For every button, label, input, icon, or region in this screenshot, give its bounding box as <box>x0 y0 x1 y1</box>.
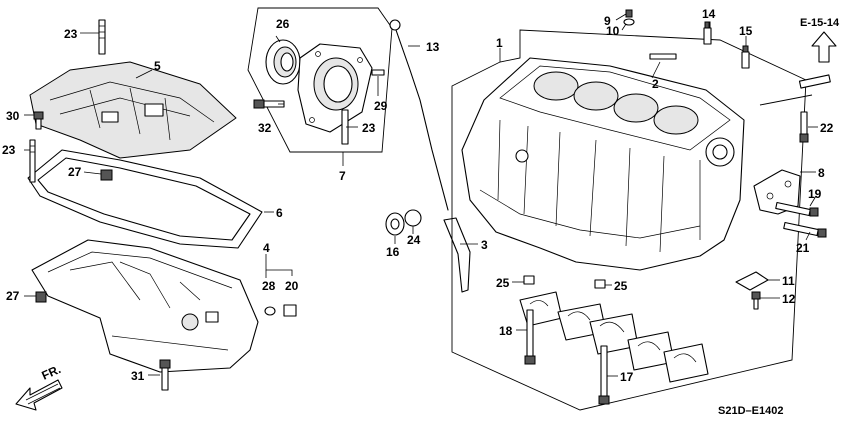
callout-13: 13 <box>426 40 440 54</box>
bolt-12 <box>751 291 761 310</box>
bolt-18 <box>524 309 536 365</box>
cylinder-block <box>461 57 745 271</box>
bracket-8 <box>753 169 801 215</box>
callout-8: 8 <box>818 166 825 180</box>
callout-19: 19 <box>808 187 822 201</box>
callout-27-a: 27 <box>68 165 82 179</box>
dipstick-guide-tube <box>404 209 471 293</box>
bolt-21 <box>783 221 827 238</box>
oil-pan-gasket <box>27 149 263 249</box>
callout-26: 26 <box>276 17 290 31</box>
stud-bolt-23a <box>98 19 106 55</box>
callout-16: 16 <box>386 245 400 259</box>
callout-11: 11 <box>782 274 795 288</box>
callout-23-a: 23 <box>64 27 78 41</box>
knock-sensor-22 <box>799 111 809 143</box>
callout-6: 6 <box>276 206 283 220</box>
stud-bolt-2 <box>649 53 677 60</box>
callout-22: 22 <box>820 121 834 135</box>
ref-bracket <box>759 94 813 106</box>
dipstick <box>389 19 449 211</box>
callout-5: 5 <box>154 59 161 73</box>
callout-7: 7 <box>339 169 346 183</box>
washer-28 <box>264 306 276 316</box>
seal-housing <box>297 43 373 133</box>
callout-20: 20 <box>285 279 299 293</box>
clip-11 <box>735 271 769 291</box>
drain-bolt-20 <box>283 304 297 317</box>
nut-27b <box>35 291 47 303</box>
callout-25-a: 25 <box>496 276 510 290</box>
reference-code-label: E-15-14 <box>800 17 840 29</box>
callout-3: 3 <box>481 238 488 252</box>
stud-bolt-23b <box>29 139 36 183</box>
callout-18: 18 <box>499 324 513 338</box>
o-ring-16 <box>385 212 405 236</box>
oil-seal-26 <box>265 39 301 85</box>
callout-9: 9 <box>604 14 611 28</box>
callout-24: 24 <box>407 233 421 247</box>
up-arrow-icon <box>811 31 837 63</box>
callout-28: 28 <box>262 279 276 293</box>
block-group-frame <box>451 29 807 411</box>
callout-21: 21 <box>796 241 810 255</box>
oil-pan <box>31 239 259 373</box>
callout-23-c: 23 <box>362 121 376 135</box>
bearing-caps <box>519 291 709 383</box>
diagram-code-label: S21D–E1402 <box>718 405 783 417</box>
dowel-25a <box>523 275 535 285</box>
callout-10: 10 <box>606 24 620 38</box>
callout-17: 17 <box>620 370 634 384</box>
callout-4: 4 <box>263 241 270 255</box>
ref-part-e15-14 <box>798 74 831 89</box>
seal-group-frame <box>247 7 393 153</box>
bolt-19 <box>775 201 819 217</box>
bolt-17 <box>598 345 610 405</box>
callout-31: 31 <box>131 369 145 383</box>
callout-25-b: 25 <box>614 279 628 293</box>
sensor-15 <box>741 45 750 69</box>
bolt-31 <box>159 359 171 391</box>
dowel-pin-29 <box>371 69 385 76</box>
front-arrow-icon <box>15 379 63 411</box>
leader-lines <box>24 13 818 377</box>
callout-32: 32 <box>258 121 272 135</box>
plug-9-10 <box>623 9 635 26</box>
callout-27-b: 27 <box>6 289 20 303</box>
callout-29: 29 <box>374 99 388 113</box>
callout-15: 15 <box>739 24 753 38</box>
callout-30: 30 <box>6 109 20 123</box>
dowel-25b <box>594 279 606 289</box>
callout-23-b: 23 <box>2 143 16 157</box>
callout-12: 12 <box>782 292 796 306</box>
nut-27a <box>100 169 113 181</box>
callout-2: 2 <box>652 77 659 91</box>
front-indicator-label: FR. <box>40 362 63 383</box>
callout-14: 14 <box>702 7 716 21</box>
baffle-plate <box>29 61 237 159</box>
callout-1: 1 <box>496 36 503 50</box>
sensor-14 <box>703 21 712 45</box>
bolt-30 <box>33 111 44 130</box>
